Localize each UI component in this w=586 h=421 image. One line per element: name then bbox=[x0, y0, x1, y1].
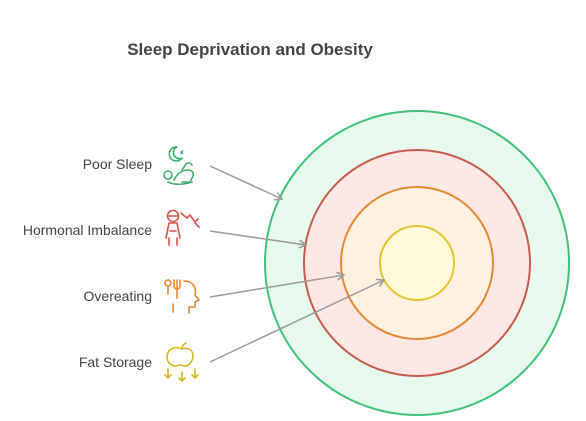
stressed-person-icon bbox=[165, 209, 200, 246]
arrow-fat-storage bbox=[209, 278, 386, 363]
arrow-poor-sleep bbox=[209, 165, 284, 201]
diagram-title: Sleep Deprivation and Obesity bbox=[127, 40, 373, 59]
label-fat-storage: Fat Storage bbox=[78, 354, 152, 370]
label-poor-sleep: Poor Sleep bbox=[82, 156, 152, 172]
sleeping-person-moon-icon bbox=[163, 146, 195, 186]
head-with-utensils-icon bbox=[164, 279, 200, 314]
ring-fat-storage bbox=[379, 225, 455, 301]
arrow-overeating bbox=[209, 271, 346, 298]
apple-down-arrows-icon bbox=[164, 342, 199, 382]
label-hormonal-imbalance: Hormonal Imbalance bbox=[22, 222, 152, 238]
label-overeating: Overeating bbox=[83, 288, 152, 304]
arrow-hormonal-imbalance bbox=[209, 230, 308, 249]
